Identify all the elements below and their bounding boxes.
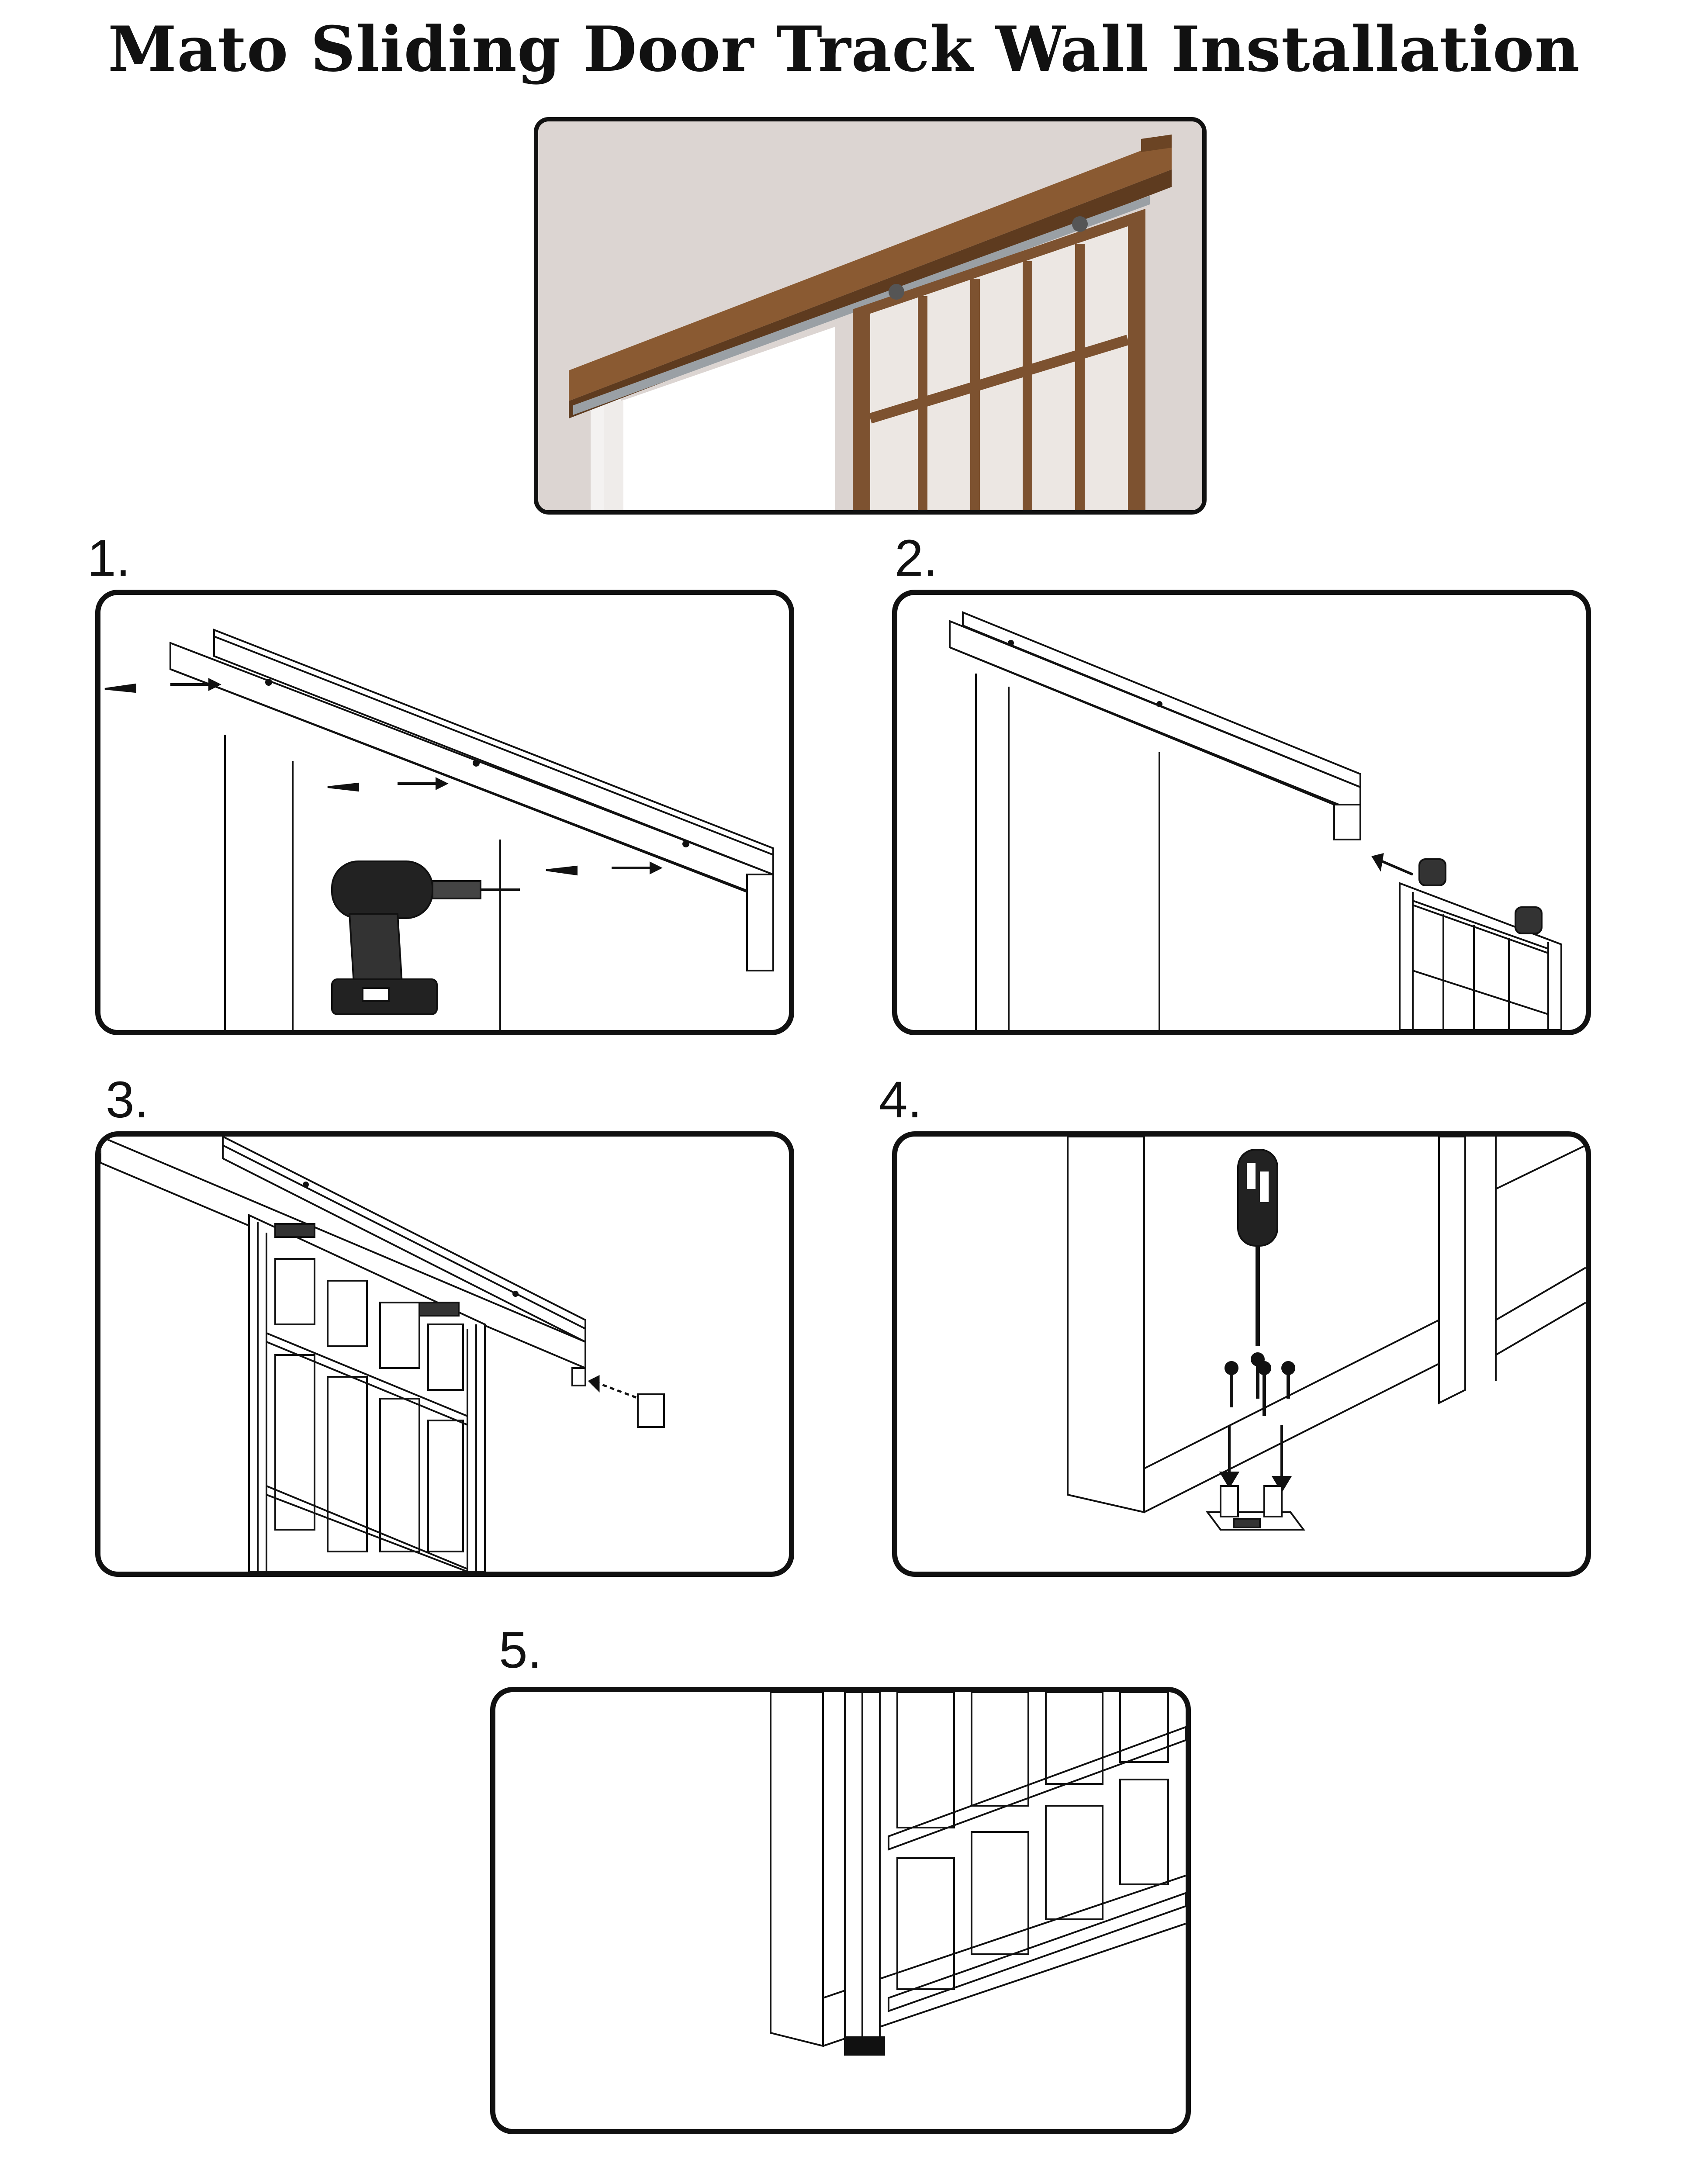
hero-photo [534, 117, 1207, 515]
step-4-label: 4. [879, 1071, 922, 1129]
step-3-diagram [100, 1137, 665, 1572]
floor-guide-icon [844, 2036, 885, 2056]
page-title: Mato Sliding Door Track Wall Installatio… [108, 13, 1580, 86]
end-cap-icon [637, 1393, 665, 1428]
arrow-icon [1371, 853, 1414, 876]
arrow-icon [170, 678, 663, 874]
glass-door [853, 209, 1145, 510]
roller-icon [1418, 858, 1543, 934]
drill-icon [331, 860, 520, 1015]
step-2-diagram [949, 611, 1562, 1030]
roller-icon [274, 1223, 460, 1317]
step-2-label: 2. [895, 529, 938, 587]
screw-icon [1224, 1352, 1295, 1416]
metal-track [573, 196, 1150, 415]
step-1-diagram [104, 629, 774, 1030]
door-panel [1399, 882, 1562, 1030]
step-4-panel [892, 1131, 1591, 1577]
screwdriver-icon [1237, 1149, 1278, 1346]
floor-guide-icon [1206, 1485, 1305, 1531]
step-5-diagram [770, 1692, 1186, 2056]
step-3-label: 3. [106, 1071, 149, 1129]
step-5-panel [490, 1687, 1191, 2134]
screw-icon [104, 683, 578, 876]
wooden-header [569, 139, 1172, 401]
roller-icon [889, 216, 1088, 300]
arrow-icon [1219, 1425, 1292, 1493]
step-2-panel [892, 590, 1591, 1035]
installed-door-illustration [538, 121, 1202, 510]
step-1-label: 1. [87, 529, 131, 587]
step-5-label: 5. [499, 1621, 542, 1679]
step-1-panel [95, 590, 794, 1035]
step-4-diagram [1067, 1137, 1586, 1531]
step-3-panel [95, 1131, 794, 1577]
